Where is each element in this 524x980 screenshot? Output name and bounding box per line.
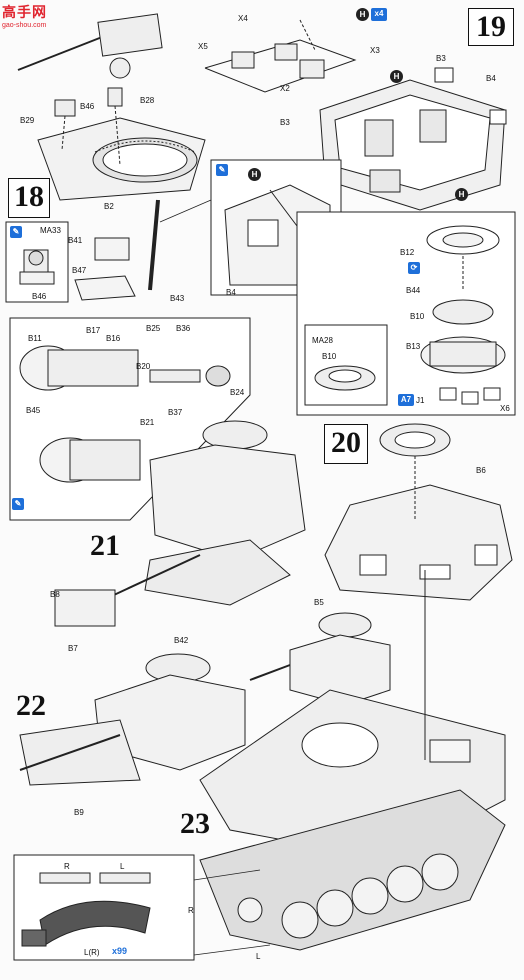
watermark-title: 高手网 bbox=[2, 4, 47, 20]
step23-small-turret bbox=[249, 612, 391, 706]
step-18-number: 18 bbox=[8, 178, 50, 218]
step-23-number: 23 bbox=[180, 807, 210, 840]
h-marker: H bbox=[356, 8, 369, 21]
part-label: X5 bbox=[198, 42, 208, 51]
part-label: MA28 bbox=[312, 336, 333, 345]
step-19-number: 19 bbox=[468, 8, 514, 46]
part-label: B24 bbox=[230, 388, 245, 397]
part-label: B41 bbox=[68, 236, 83, 245]
part-label: B3 bbox=[280, 118, 290, 127]
part-label: B46 bbox=[80, 102, 95, 111]
part-label: B8 bbox=[50, 590, 60, 599]
part-label: X4 bbox=[238, 14, 248, 23]
part-label: B20 bbox=[136, 362, 151, 371]
step-21-number: 21 bbox=[90, 529, 120, 562]
track-label-r: R bbox=[188, 906, 194, 915]
part-label: B11 bbox=[28, 334, 42, 343]
step21-turret bbox=[54, 420, 306, 627]
step18-hatch-parts bbox=[74, 199, 160, 301]
part-label: B36 bbox=[176, 324, 191, 333]
step18-gun bbox=[17, 13, 163, 166]
part-label: B43 bbox=[170, 294, 185, 303]
watermark-url: gao-shou.com bbox=[2, 22, 47, 29]
part-label: B13 bbox=[406, 342, 421, 351]
part-label: B28 bbox=[140, 96, 155, 105]
part-label: B10 bbox=[410, 312, 425, 321]
step20-turret bbox=[324, 423, 513, 601]
track-label-lr: L(R) bbox=[84, 948, 100, 957]
h-marker: H bbox=[455, 188, 468, 201]
part-label: B3 bbox=[436, 54, 446, 63]
part-label: B4 bbox=[226, 288, 236, 297]
step23-tracks-wheels bbox=[199, 789, 506, 951]
part-label: B21 bbox=[140, 418, 155, 427]
step19-turret-shell bbox=[319, 67, 507, 211]
track-label-l: L bbox=[120, 862, 125, 871]
part-label: B17 bbox=[86, 326, 101, 335]
part-label: B2 bbox=[104, 202, 114, 211]
part-label: B16 bbox=[106, 334, 121, 343]
part-label: X2 bbox=[280, 84, 290, 93]
step-22-number: 22 bbox=[16, 689, 46, 722]
step-20-number: 20 bbox=[324, 424, 368, 464]
site-watermark: 高手网 gao-shou.com bbox=[2, 2, 47, 29]
step22-turret bbox=[19, 653, 246, 786]
step21-inset bbox=[9, 317, 251, 521]
h-marker: H bbox=[248, 168, 261, 181]
part-label: B46 bbox=[32, 292, 47, 301]
a7-marker: A7 bbox=[398, 394, 414, 406]
part-label: B6 bbox=[476, 466, 486, 475]
part-label: B44 bbox=[406, 286, 421, 295]
part-label: B45 bbox=[26, 406, 41, 415]
step20-subinset bbox=[304, 324, 388, 406]
part-label: B25 bbox=[146, 324, 161, 333]
part-label: B5 bbox=[314, 598, 324, 607]
h-marker: H bbox=[390, 70, 403, 83]
part-label: B42 bbox=[174, 636, 189, 645]
step18-turret-base bbox=[37, 117, 206, 201]
track-label-r: R bbox=[64, 862, 70, 871]
glue-icon: ✎ bbox=[12, 498, 24, 510]
rotate-icon: ⟳ bbox=[408, 262, 420, 274]
part-label: B29 bbox=[20, 116, 35, 125]
part-label: X3 bbox=[370, 46, 380, 55]
part-label: B47 bbox=[72, 266, 87, 275]
j1-label: J1 bbox=[416, 396, 425, 405]
step19-rack bbox=[204, 19, 357, 93]
part-label: B4 bbox=[486, 74, 496, 83]
part-label: B10 bbox=[322, 352, 337, 361]
quantity-x4-badge: x4 bbox=[371, 8, 387, 21]
track-links-inset bbox=[13, 854, 271, 961]
track-quantity: x99 bbox=[112, 946, 128, 956]
glue-icon: ✎ bbox=[10, 226, 22, 238]
track-label-l: L bbox=[256, 952, 261, 961]
part-label: B37 bbox=[168, 408, 183, 417]
part-label: B12 bbox=[400, 248, 415, 257]
part-label: X6 bbox=[500, 404, 510, 413]
glue-icon: ✎ bbox=[216, 164, 228, 176]
part-label: B9 bbox=[74, 808, 84, 817]
part-label: MA33 bbox=[40, 226, 61, 235]
part-label: B7 bbox=[68, 644, 78, 653]
